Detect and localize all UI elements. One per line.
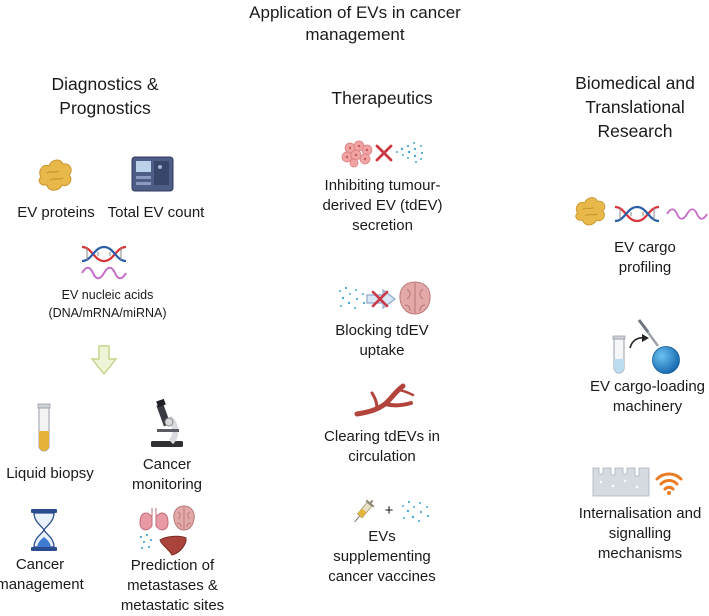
arrow-icon xyxy=(366,288,396,310)
label-liquid-biopsy: Liquid biopsy xyxy=(6,465,94,482)
plus-sign: + xyxy=(384,502,394,519)
sphere-icon xyxy=(652,346,680,374)
label-cargo-loading: EV cargo-loading machinery xyxy=(589,378,706,415)
cell-counter-icon xyxy=(131,156,174,192)
test-tube-icon xyxy=(37,403,51,452)
label-internalisation: Internalisation and signalling mechanism… xyxy=(578,505,702,562)
ev-particles-icon xyxy=(139,533,153,550)
protein-icon xyxy=(38,159,72,191)
label-cargo-profiling: EV cargo profiling xyxy=(614,239,676,276)
needle-loading-icon xyxy=(637,319,659,347)
microscope-icon xyxy=(151,398,183,447)
rna-icon xyxy=(81,266,127,280)
dna-icon xyxy=(614,205,660,223)
label-clearing: Clearing tdEVs in circulation xyxy=(324,428,440,465)
dna-icon xyxy=(81,245,127,263)
label-total-ev-count: Total EV count xyxy=(107,204,205,221)
down-arrow-icon xyxy=(90,345,118,376)
label-vaccines: EVs supplementing cancer vaccines xyxy=(328,528,436,585)
heading-diagnostics: Diagnostics & Prognostics xyxy=(51,74,159,119)
heading-therapeutics: Therapeutics xyxy=(331,88,433,108)
label-prediction: Prediction of metastases & metastatic si… xyxy=(120,557,225,614)
test-tube-icon xyxy=(612,335,626,374)
ev-particles-icon xyxy=(396,142,424,163)
liver-icon xyxy=(159,535,187,556)
brain-icon xyxy=(173,505,195,531)
rna-icon xyxy=(666,208,708,220)
hourglass-icon xyxy=(31,509,57,551)
label-cancer-management: Cancer management xyxy=(0,556,84,593)
brain-icon xyxy=(399,281,431,315)
syringe-icon xyxy=(354,499,375,523)
figure-title: Application of EVs in cancer management xyxy=(249,3,461,45)
label-blocking: Blocking tdEV uptake xyxy=(335,322,429,359)
membrane-icon xyxy=(592,467,650,497)
blood-vessel-icon xyxy=(354,383,415,417)
protein-icon xyxy=(575,197,606,226)
heading-research: Biomedical and Translational Research xyxy=(575,73,695,142)
lungs-icon xyxy=(139,508,169,531)
cross-icon xyxy=(375,144,393,162)
ev-particles-icon xyxy=(339,286,366,309)
label-inhibiting: Inhibiting tumour-derived EV (tdEV) secr… xyxy=(322,177,443,234)
label-ev-nucleic-acids: EV nucleic acids (DNA/mRNA/miRNA) xyxy=(48,288,167,321)
label-cancer-monitoring: Cancer monitoring xyxy=(131,456,203,493)
arrow-icon xyxy=(629,334,649,349)
wifi-signal-icon xyxy=(655,472,683,495)
tumour-cells-icon xyxy=(341,140,373,168)
label-ev-proteins: EV proteins xyxy=(17,204,95,221)
ev-particles-icon xyxy=(402,500,430,522)
